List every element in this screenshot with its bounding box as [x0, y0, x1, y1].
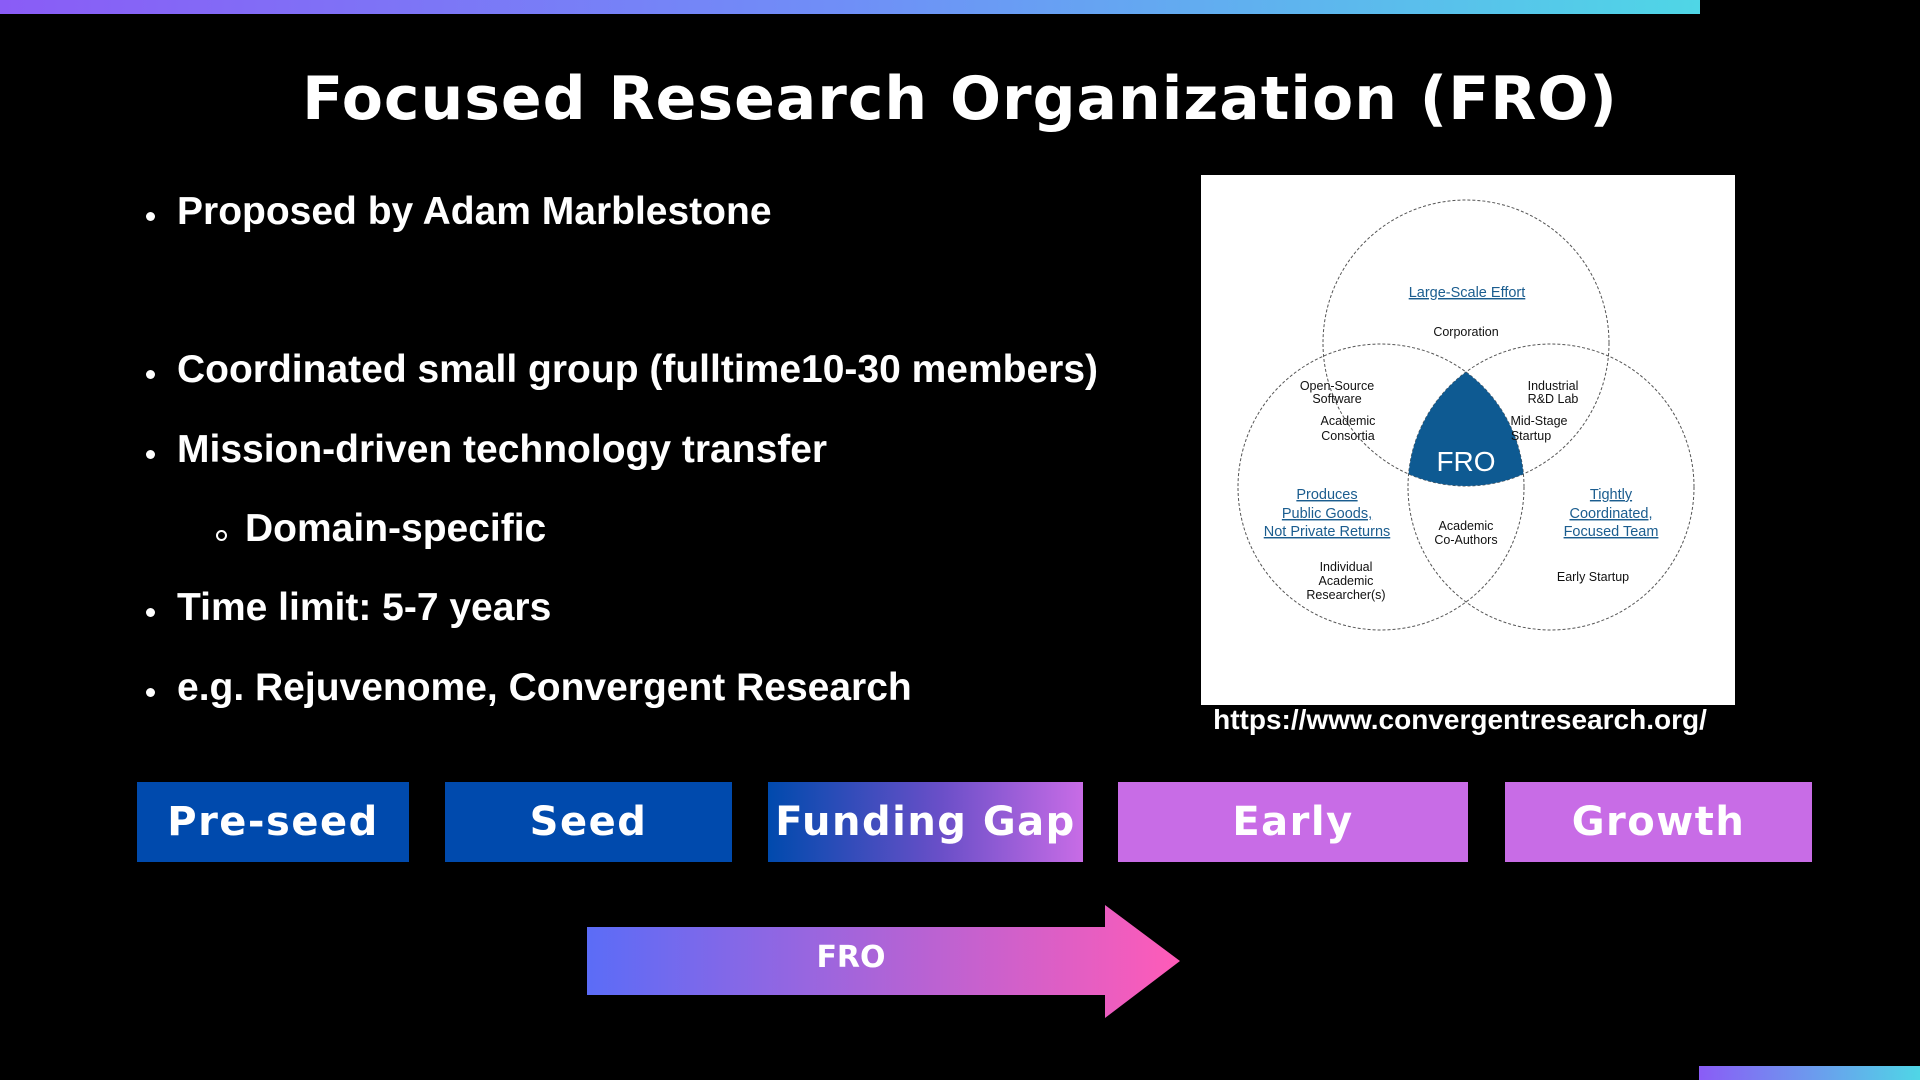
bullet-dot-icon [146, 370, 155, 379]
bullet-dot-icon [146, 688, 155, 697]
venn-left-heading: Not Private Returns [1264, 524, 1391, 540]
bullet-text: Coordinated small group (fulltime10-30 m… [177, 348, 1099, 391]
fro-arrow [587, 905, 1180, 1018]
venn-center-region [1408, 344, 1524, 486]
venn-overlap-label: Academic [1321, 414, 1376, 428]
bullet-text: e.g. Rejuvenome, Convergent Research [177, 666, 912, 709]
venn-overlap-label: Industrial [1528, 379, 1579, 393]
stage-early: Early [1118, 782, 1468, 862]
venn-diagram: Large-Scale Effort Corporation Open-Sour… [1201, 175, 1735, 705]
venn-circle-right [1407, 343, 1695, 631]
venn-left-heading: Public Goods, [1282, 506, 1372, 522]
source-url: https://www.convergentresearch.org/ [1213, 704, 1707, 735]
stage-pre-seed: Pre-seed [137, 782, 409, 862]
venn-right-heading: Coordinated, [1569, 506, 1652, 522]
arrow-shape [587, 905, 1180, 1018]
venn-circle-left [1237, 343, 1525, 631]
bullet-dot-icon [146, 450, 155, 459]
venn-left-example: Academic [1319, 574, 1374, 588]
bullet-text: Mission-driven technology transfer [177, 428, 828, 471]
venn-overlap-label: Open-Source [1300, 379, 1374, 393]
stage-growth: Growth [1505, 782, 1812, 862]
venn-left-heading: Produces [1296, 487, 1357, 503]
stage-funding-gap: Funding Gap [768, 782, 1083, 862]
bullet-text: Time limit: 5-7 years [177, 586, 552, 629]
venn-overlap-label: Software [1312, 392, 1361, 406]
venn-overlap-label: R&D Lab [1528, 392, 1579, 406]
bullet-dot-icon [146, 212, 155, 221]
venn-left-example: Researcher(s) [1306, 588, 1385, 602]
venn-left-example: Individual [1320, 560, 1373, 574]
venn-right-heading: Tightly [1590, 487, 1633, 503]
venn-top-heading: Large-Scale Effort [1409, 285, 1526, 301]
venn-overlap-label: Startup [1511, 429, 1551, 443]
venn-right-example: Early Startup [1557, 570, 1629, 584]
bullet-text: Proposed by Adam Marblestone [177, 190, 772, 233]
venn-center-label: FRO [1436, 446, 1495, 477]
venn-top-example: Corporation [1433, 325, 1498, 339]
venn-circle-top [1322, 199, 1610, 487]
stage-seed: Seed [445, 782, 732, 862]
sub-bullet-circle-icon [216, 530, 227, 541]
bullet-text: Domain-specific [245, 507, 547, 550]
venn-right-heading: Focused Team [1564, 524, 1659, 540]
top-accent-bar [0, 0, 1700, 14]
arrow-label: FRO [816, 940, 886, 975]
bullet-dot-icon [146, 608, 155, 617]
venn-overlap-label: Consortia [1321, 429, 1375, 443]
slide-title: Focused Research Organization (FRO) [302, 64, 1618, 134]
bottom-accent-bar [1699, 1066, 1920, 1080]
venn-overlap-label: Academic [1439, 519, 1494, 533]
venn-overlap-label: Mid-Stage [1511, 414, 1568, 428]
venn-overlap-label: Co-Authors [1434, 533, 1497, 547]
